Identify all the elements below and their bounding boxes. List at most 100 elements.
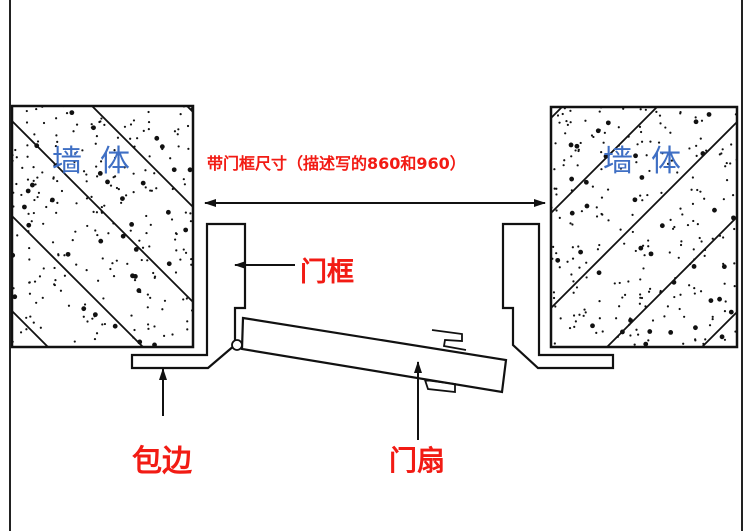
concrete-speckle [572, 314, 576, 317]
concrete-speckle [120, 233, 126, 239]
concrete-speckle [558, 216, 561, 219]
concrete-speckle [73, 340, 76, 343]
concrete-speckle [55, 162, 58, 166]
concrete-speckle [699, 137, 702, 140]
concrete-speckle [563, 107, 566, 110]
concrete-speckle [26, 178, 30, 181]
concrete-speckle [733, 227, 736, 231]
concrete-speckle [643, 341, 649, 347]
concrete-speckle [183, 227, 189, 233]
concrete-speckle [29, 182, 35, 188]
concrete-speckle [693, 119, 699, 125]
concrete-speckle [595, 215, 599, 218]
concrete-speckle [647, 339, 650, 342]
concrete-speckle [102, 297, 105, 300]
concrete-speckle [35, 107, 38, 111]
concrete-speckle [617, 126, 620, 129]
concrete-speckle [103, 204, 106, 207]
concrete-speckle [649, 140, 652, 143]
concrete-speckle [600, 151, 603, 154]
concrete-speckle [711, 237, 714, 240]
concrete-speckle [105, 179, 110, 185]
concrete-speckle [619, 167, 623, 170]
concrete-speckle [38, 275, 42, 278]
concrete-speckle [36, 140, 40, 143]
concrete-speckle [95, 211, 99, 214]
concrete-speckle [591, 185, 594, 188]
concrete-speckle [724, 165, 727, 168]
hinge-icon [231, 339, 243, 351]
concrete-speckle [12, 294, 18, 300]
concrete-speckle [552, 291, 556, 294]
concrete-speckle [41, 296, 44, 299]
concrete-speckle [647, 239, 650, 242]
hatch-line [227, 107, 467, 347]
door-frame-right [501, 222, 615, 370]
concrete-speckle [86, 224, 89, 228]
wall-right [227, 105, 739, 349]
concrete-speckle [25, 121, 29, 124]
concrete-speckle [660, 191, 663, 194]
concrete-speckle [45, 205, 48, 209]
concrete-speckle [640, 140, 644, 143]
concrete-speckle [724, 300, 727, 303]
concrete-speckle [129, 137, 132, 140]
concrete-speckle [33, 198, 36, 202]
concrete-speckle [12, 205, 15, 208]
concrete-speckle [155, 187, 158, 190]
concrete-speckle [620, 329, 625, 335]
concrete-speckle [721, 148, 724, 151]
concrete-speckle [723, 338, 727, 341]
concrete-speckle [33, 280, 37, 283]
wall-left-label: 墙体 [52, 144, 148, 179]
concrete-speckle [705, 149, 708, 152]
concrete-speckle [717, 296, 722, 302]
concrete-speckle [20, 193, 23, 197]
concrete-speckle [95, 135, 99, 138]
concrete-speckle [140, 258, 143, 262]
concrete-speckle [644, 305, 647, 308]
concrete-speckle [75, 202, 78, 205]
concrete-speckle [41, 171, 44, 174]
concrete-speckle [667, 162, 670, 165]
concrete-speckle [601, 330, 604, 333]
concrete-speckle [159, 144, 165, 150]
concrete-speckle [103, 123, 106, 126]
concrete-speckle [99, 160, 103, 163]
concrete-speckle [572, 280, 575, 283]
concrete-speckle [585, 276, 588, 279]
concrete-speckle [583, 179, 589, 185]
concrete-speckle [132, 172, 135, 175]
concrete-speckle [147, 110, 150, 114]
hatch-line [551, 107, 658, 215]
concrete-speckle [25, 328, 28, 331]
concrete-speckle [12, 340, 14, 343]
concrete-speckle [98, 238, 104, 244]
concrete-speckle [32, 211, 35, 215]
concrete-speckle [56, 140, 59, 143]
concrete-speckle [149, 189, 152, 192]
concrete-speckle [51, 241, 55, 244]
concrete-speckle [691, 264, 697, 269]
concrete-speckle [182, 248, 185, 251]
concrete-speckle [725, 161, 728, 165]
concrete-speckle [686, 223, 690, 227]
concrete-speckle [42, 121, 46, 125]
concrete-speckle [693, 287, 696, 290]
concrete-speckle [598, 300, 601, 303]
concrete-speckle [696, 188, 699, 192]
concrete-speckle [602, 141, 605, 144]
concrete-speckle [595, 331, 598, 334]
concrete-speckle [639, 108, 642, 111]
concrete-speckle [695, 154, 698, 157]
concrete-speckle [659, 223, 665, 229]
concrete-speckle [147, 120, 151, 124]
concrete-speckle [668, 329, 674, 335]
concrete-speckle [184, 211, 187, 214]
concrete-speckle [643, 254, 646, 257]
concrete-speckle [644, 108, 647, 111]
concrete-speckle [154, 135, 160, 141]
concrete-speckle [94, 142, 97, 145]
concrete-speckle [93, 337, 97, 341]
concrete-speckle [175, 232, 178, 236]
